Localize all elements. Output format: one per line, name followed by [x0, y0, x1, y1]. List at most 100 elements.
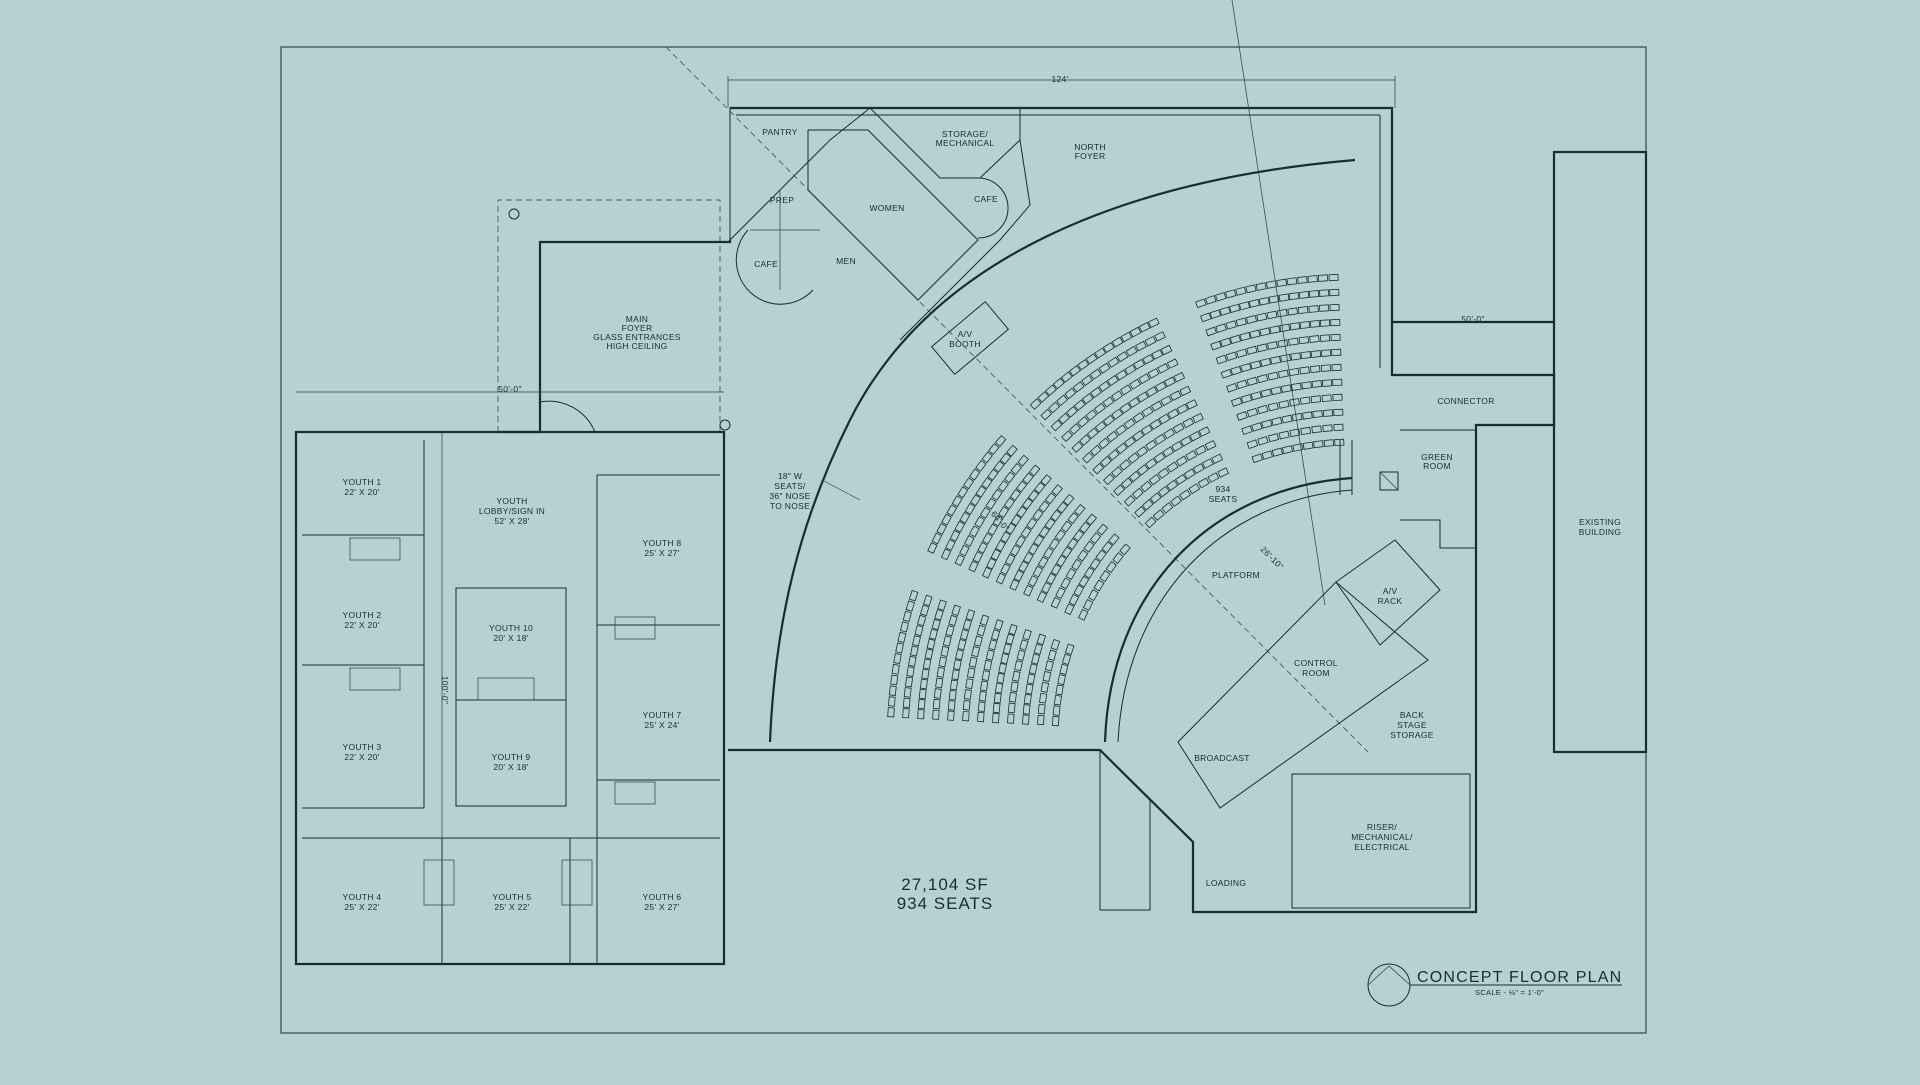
- svg-text:25' X 22': 25' X 22': [344, 902, 379, 912]
- seat: [1102, 473, 1115, 486]
- seat: [1132, 412, 1145, 424]
- men-label: MEN: [836, 256, 855, 266]
- seat: [923, 594, 933, 607]
- seat: [1089, 558, 1101, 571]
- svg-text:PANTRY: PANTRY: [762, 127, 798, 137]
- youth-1-label: YOUTH 122' X 20': [343, 477, 382, 497]
- seat: [1174, 473, 1187, 486]
- seat: [1292, 443, 1304, 452]
- seat: [1144, 516, 1157, 529]
- youth-2-label: YOUTH 222' X 20': [343, 610, 382, 630]
- seat: [922, 658, 932, 670]
- seat: [964, 534, 975, 547]
- svg-text:FOYER: FOYER: [622, 323, 653, 333]
- seat: [981, 670, 991, 682]
- seat: [1026, 517, 1038, 530]
- seat: [1330, 333, 1341, 342]
- svg-text:BUILDING: BUILDING: [1579, 527, 1622, 537]
- seat: [947, 710, 955, 721]
- restrooms-block: [807, 129, 979, 301]
- seat: [1033, 534, 1045, 547]
- seat: [909, 645, 919, 657]
- seat: [1321, 379, 1333, 387]
- seat: [973, 635, 983, 647]
- seat: [1154, 331, 1166, 342]
- seat: [1015, 535, 1026, 548]
- seat: [1145, 439, 1158, 451]
- seat: [1065, 406, 1078, 418]
- seat: [1333, 408, 1344, 417]
- seat: [919, 678, 928, 690]
- connector-dimension: 50'-0": [1461, 314, 1484, 324]
- seat: [1019, 639, 1029, 651]
- seat: [951, 604, 961, 617]
- youth-restroom-fixtures: [349, 537, 656, 906]
- seats-note-label: 18" W SEATS/ 36" NOSE TO NOSE: [769, 471, 810, 511]
- seat: [1313, 440, 1324, 449]
- seat: [1197, 477, 1210, 489]
- seat: [1051, 715, 1060, 727]
- riser-room-label: RISER/ MECHANICAL/ ELECTRICAL: [1351, 822, 1412, 852]
- svg-text:CAFE: CAFE: [974, 194, 998, 204]
- aisle-dimension: 64'-0": [989, 509, 1012, 533]
- seat: [1287, 307, 1299, 316]
- seat: [1141, 406, 1154, 418]
- seat: [1120, 477, 1133, 489]
- seat: [1045, 572, 1057, 585]
- seat: [978, 691, 987, 702]
- seat: [1331, 363, 1342, 372]
- seat: [1106, 375, 1119, 387]
- cafe-right-label: CAFE: [974, 194, 998, 204]
- av-rack-block: [1335, 539, 1441, 646]
- seat: [1319, 334, 1331, 342]
- seat: [1166, 461, 1179, 473]
- seat: [1005, 522, 1017, 535]
- seat: [1271, 447, 1284, 457]
- seat: [1125, 345, 1138, 357]
- seat: [1067, 537, 1079, 550]
- seat: [1119, 402, 1132, 414]
- seat: [1330, 318, 1341, 327]
- seat: [1158, 413, 1171, 425]
- seat: [1010, 463, 1023, 475]
- svg-text:YOUTH 4: YOUTH 4: [343, 892, 382, 902]
- seat: [908, 655, 917, 667]
- seat: [1123, 418, 1136, 430]
- seat: [1092, 462, 1105, 475]
- seat: [1135, 340, 1147, 352]
- seat: [1010, 514, 1022, 527]
- seat: [1077, 549, 1089, 562]
- seat: [1073, 399, 1086, 411]
- seat: [1266, 310, 1278, 320]
- seat: [1320, 349, 1332, 357]
- youth-5-label: YOUTH 525' X 22': [493, 892, 532, 912]
- seat: [1215, 323, 1227, 333]
- seat: [1310, 350, 1322, 358]
- youth-lobby-label: YOUTH LOBBY/SIGN IN 52' X 28': [479, 496, 545, 526]
- seat: [1048, 538, 1060, 551]
- seat: [1278, 400, 1290, 409]
- seat: [997, 480, 1009, 493]
- seat: [1064, 387, 1077, 400]
- seat: [1102, 396, 1115, 408]
- svg-text:20' X 18': 20' X 18': [493, 633, 528, 643]
- seat: [1113, 484, 1126, 497]
- seat: [1269, 325, 1281, 334]
- summary-seats-text: 934 SEATS: [897, 894, 993, 913]
- seat: [1149, 418, 1162, 430]
- seat: [1129, 326, 1142, 338]
- seat: [1106, 430, 1119, 443]
- seat: [959, 544, 970, 557]
- seat: [1119, 543, 1131, 556]
- svg-text:YOUTH 1: YOUTH 1: [343, 477, 382, 487]
- seat: [1025, 683, 1034, 695]
- women-label: WOMEN: [869, 203, 904, 213]
- seat: [1154, 433, 1167, 445]
- seat: [968, 656, 978, 668]
- seat: [1089, 368, 1102, 380]
- column-marker-2: [719, 419, 731, 431]
- svg-text:A/V: A/V: [1383, 586, 1398, 596]
- seat: [1268, 295, 1280, 304]
- seat: [905, 600, 915, 612]
